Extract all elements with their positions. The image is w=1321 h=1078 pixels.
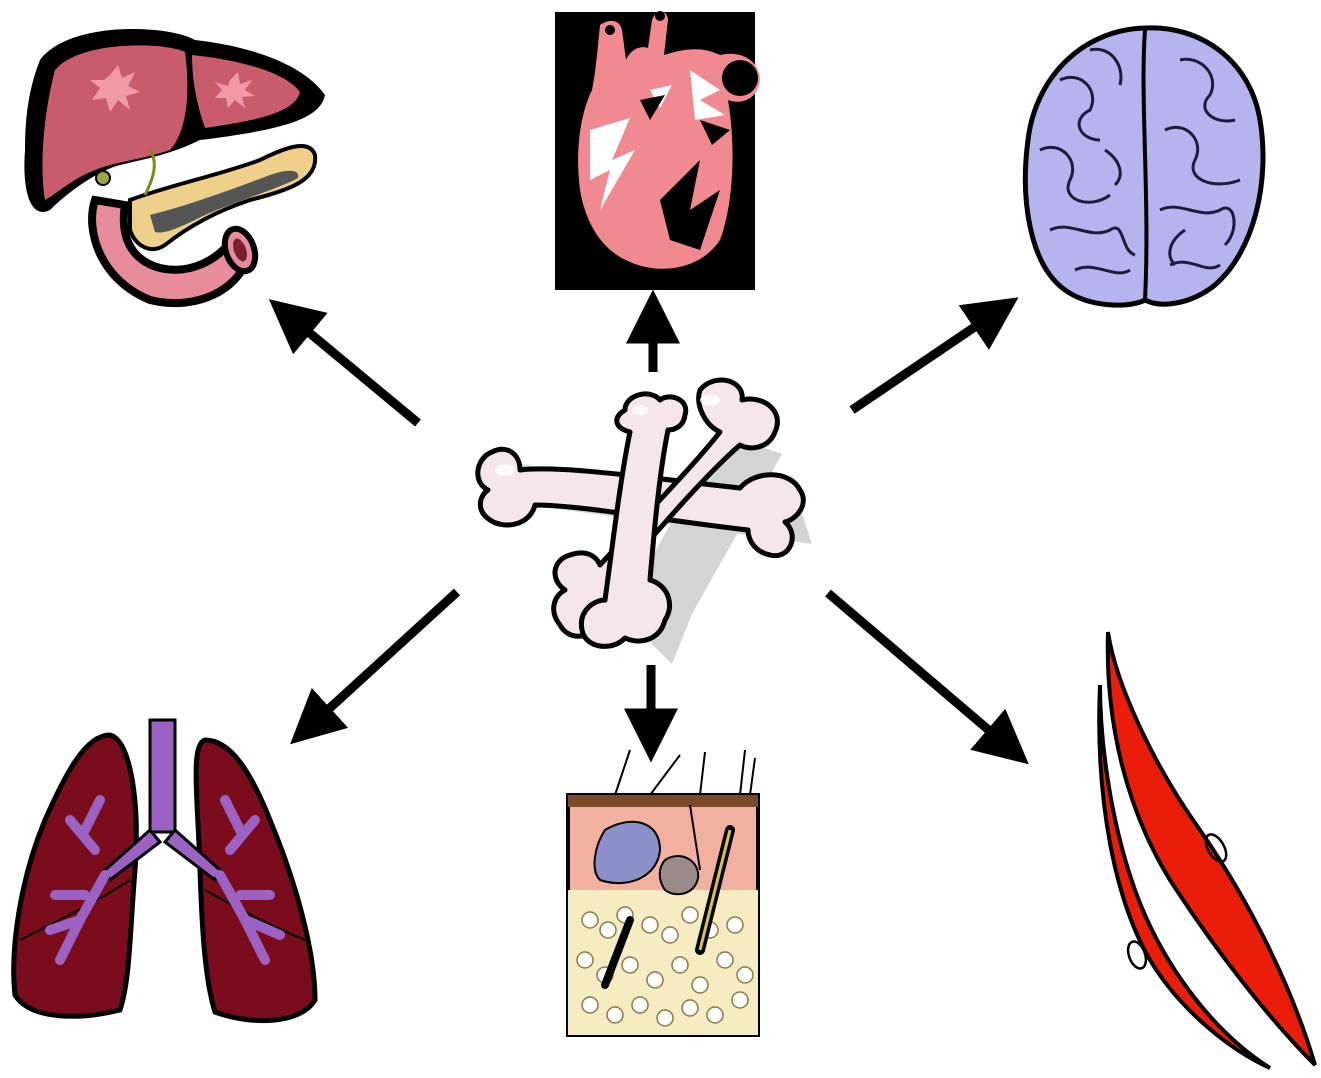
arrow-to-liver: [300, 325, 418, 423]
lungs-icon: [14, 720, 315, 1021]
arrow-to-brain: [852, 320, 985, 410]
arrow-to-lungs: [320, 592, 457, 717]
muscle-cells-icon: [1099, 632, 1315, 1068]
heart-icon: [555, 11, 760, 290]
skin-cross-section-icon: [568, 750, 758, 1035]
brain-icon: [1025, 28, 1263, 305]
liver-pancreas-icon: [24, 29, 325, 303]
arrow-to-muscle: [828, 593, 998, 738]
crossed-bones-icon: [478, 380, 812, 664]
